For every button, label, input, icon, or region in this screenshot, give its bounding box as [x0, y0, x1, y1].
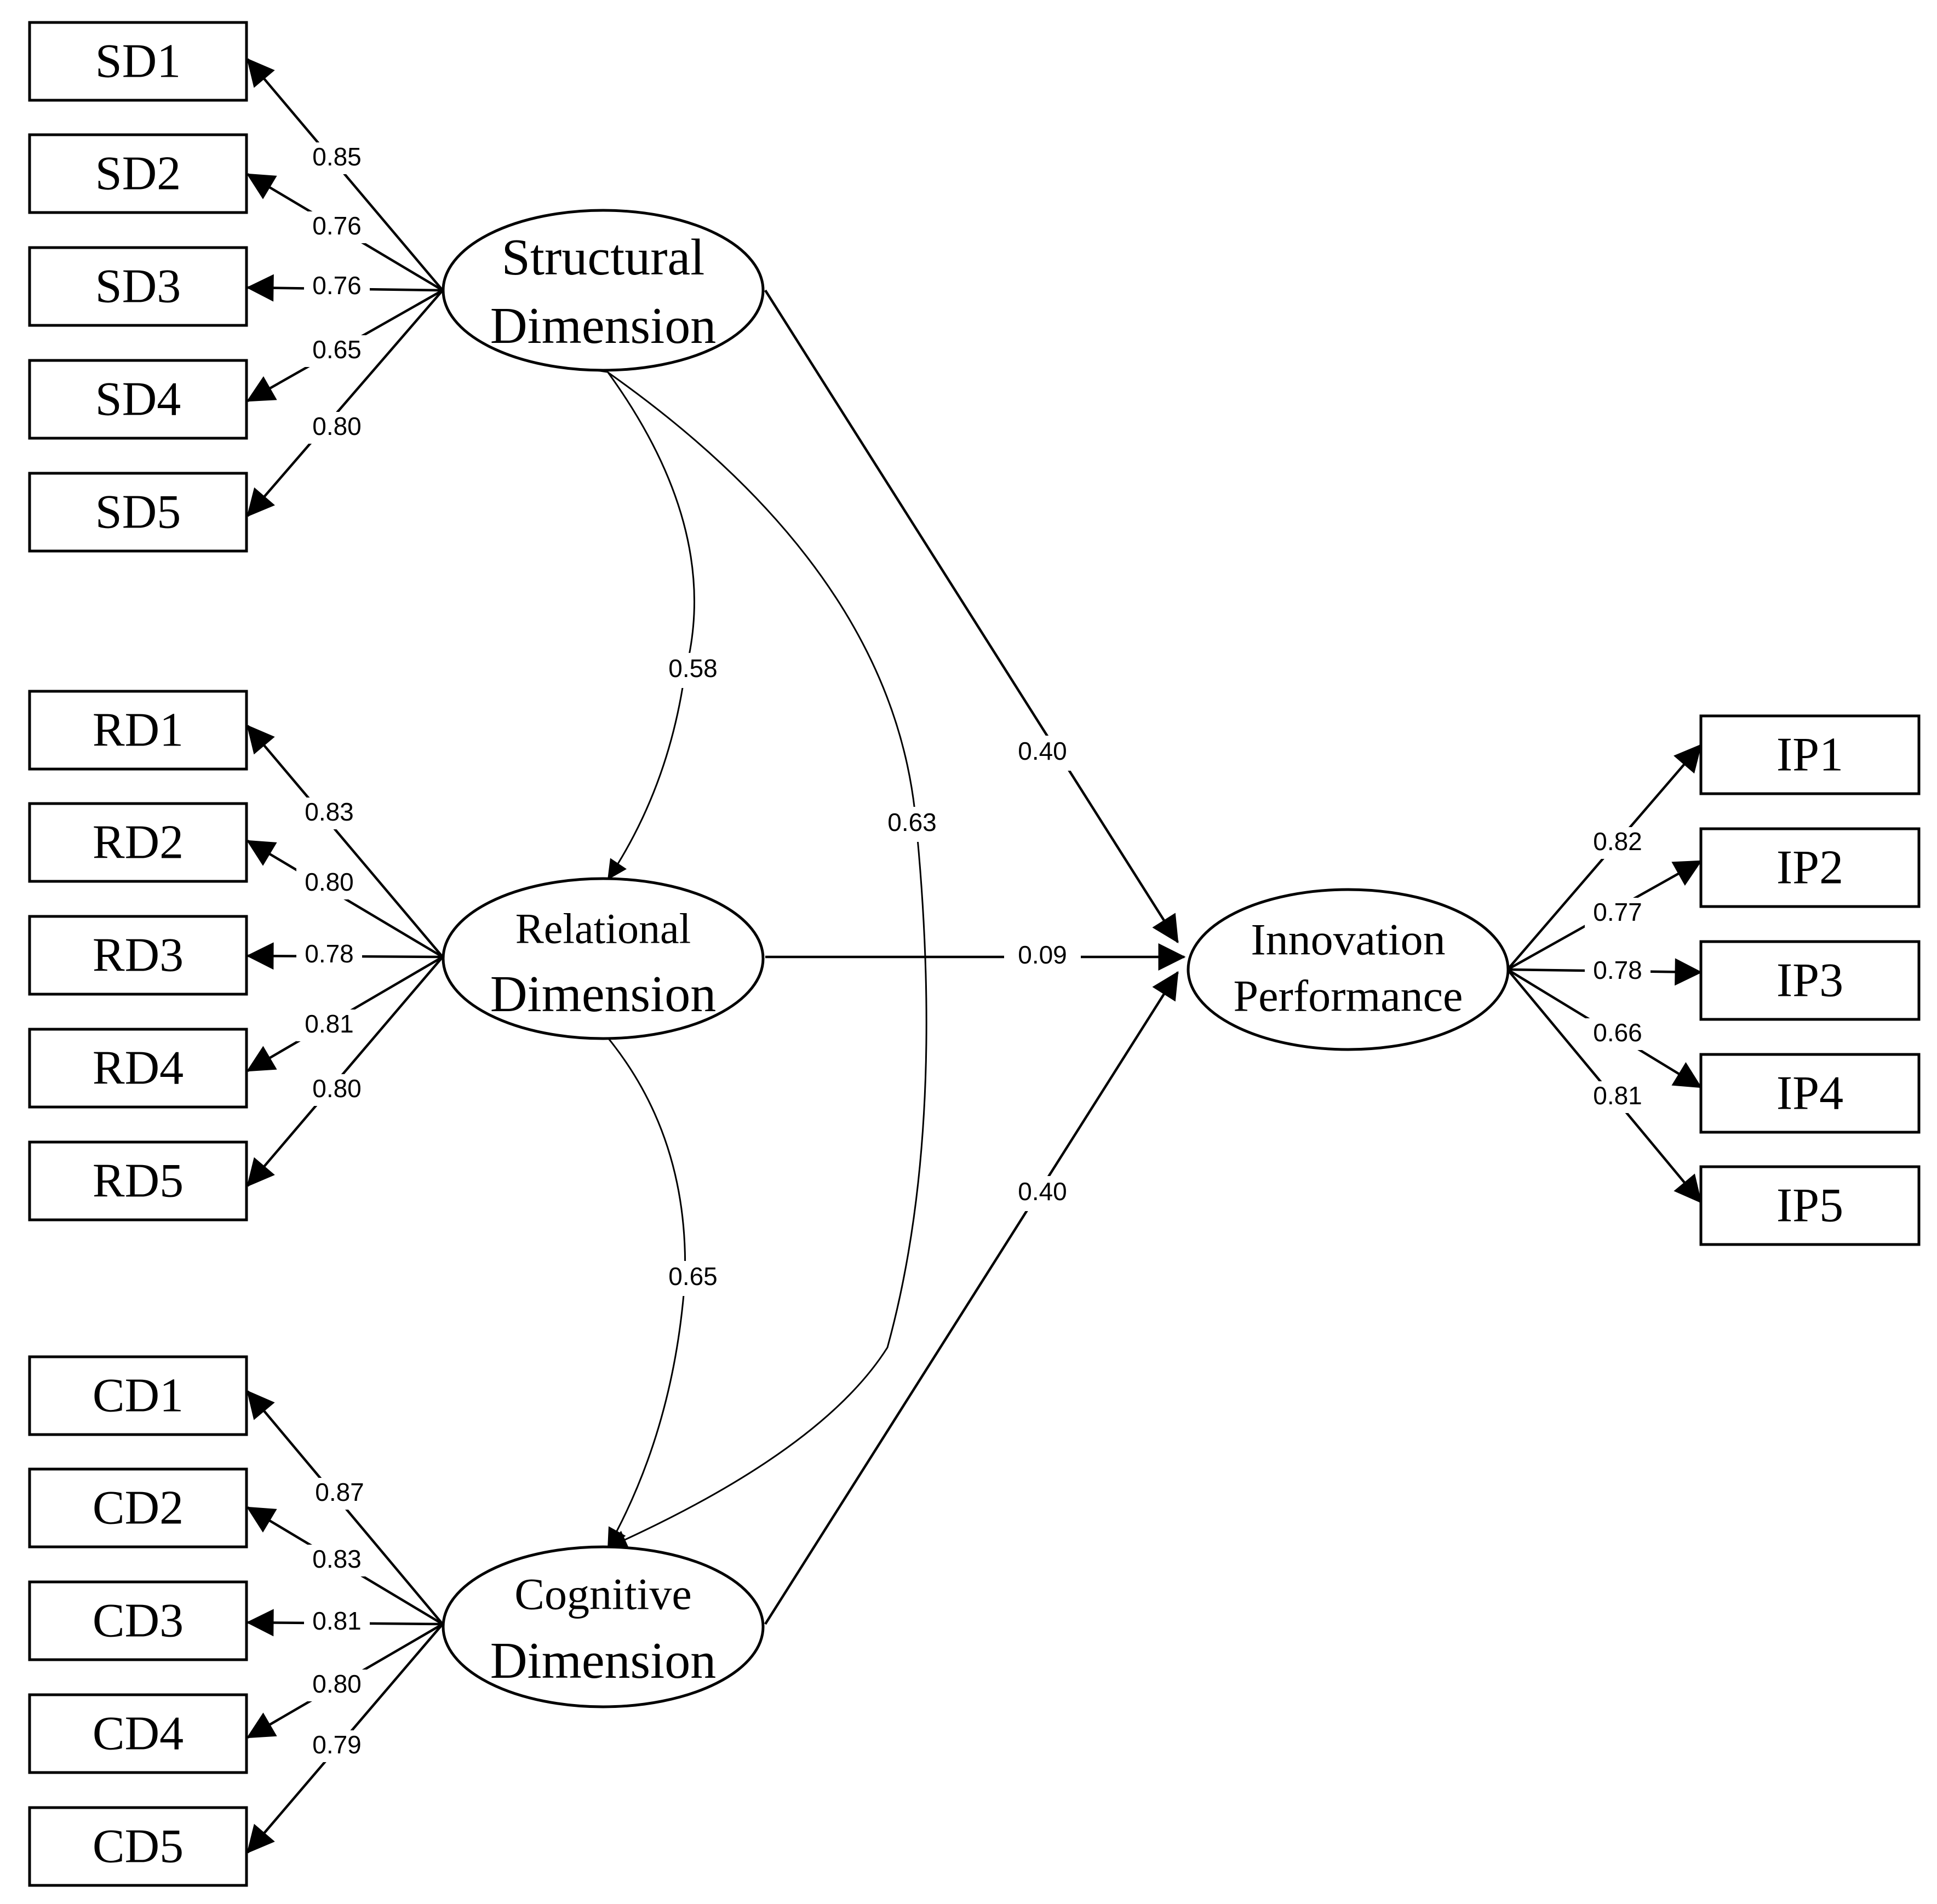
path-sd-ip-arrow: [764, 289, 1179, 944]
construct-relational-dimension: Relational Dimension: [442, 877, 765, 1040]
indicator-cd2: CD2: [28, 1467, 248, 1549]
correlation-rd-cd-label: 0.65: [668, 1262, 718, 1291]
indicator-cd4: CD4: [28, 1693, 248, 1774]
path-cd-ip-arrow: [764, 971, 1179, 1625]
svg-text:IP2: IP2: [1776, 841, 1843, 894]
loading-cd1-label: 0.87: [315, 1478, 364, 1506]
svg-text:IP4: IP4: [1776, 1067, 1843, 1120]
correlation-curves: 0.58 0.65 0.63: [587, 351, 950, 1549]
indicator-ip2: IP2: [1699, 827, 1921, 908]
svg-text:CD5: CD5: [93, 1820, 184, 1873]
correlation-sd-rd-label: 0.58: [668, 654, 718, 683]
indicator-rd1: RD1: [28, 690, 248, 771]
svg-text:CD3: CD3: [93, 1595, 184, 1648]
loading-rd1-label: 0.83: [305, 798, 354, 826]
svg-text:Dimension: Dimension: [490, 966, 717, 1023]
svg-text:IP5: IP5: [1776, 1179, 1843, 1232]
indicator-sd3: SD3: [28, 246, 248, 327]
svg-text:SD1: SD1: [95, 35, 181, 88]
correlation-sd-rd-curve: [589, 351, 695, 880]
indicator-cd1: CD1: [28, 1355, 248, 1436]
loading-ip1-label: 0.82: [1593, 827, 1642, 856]
loading-cd2-label: 0.83: [312, 1545, 362, 1573]
loading-ip3-label: 0.78: [1593, 956, 1642, 984]
indicator-sd1: SD1: [28, 21, 248, 102]
svg-text:CD2: CD2: [93, 1482, 184, 1535]
construct-cognitive-dimension: Cognitive Dimension: [442, 1545, 765, 1708]
indicator-ip1: IP1: [1699, 714, 1921, 795]
svg-text:SD3: SD3: [95, 260, 181, 313]
svg-text:RD1: RD1: [93, 704, 184, 757]
loading-sd2-label: 0.76: [312, 211, 362, 240]
svg-text:IP1: IP1: [1776, 729, 1843, 782]
path-sd-ip-label: 0.40: [1018, 737, 1067, 765]
svg-text:Dimension: Dimension: [490, 1632, 717, 1689]
loading-sd4-label: 0.65: [312, 335, 362, 364]
indicator-ip3: IP3: [1699, 940, 1921, 1021]
loading-ip4-label: 0.66: [1593, 1018, 1642, 1047]
svg-text:RD3: RD3: [93, 929, 184, 982]
indicator-rd5: RD5: [28, 1140, 248, 1221]
loading-ip5-label: 0.81: [1593, 1081, 1642, 1110]
svg-text:RD5: RD5: [93, 1155, 184, 1208]
indicator-rd2: RD2: [28, 802, 248, 883]
loading-sd3-label: 0.76: [312, 271, 362, 300]
svg-text:RD4: RD4: [93, 1042, 184, 1095]
indicator-rd4: RD4: [28, 1028, 248, 1109]
indicator-rd3: RD3: [28, 915, 248, 996]
correlation-sd-cd-label: 0.63: [887, 808, 937, 836]
measurement-cd: 0.87 0.83 0.81 0.80 0.79 CD1 CD2 CD3 CD4…: [28, 1355, 444, 1887]
loading-cd5-label: 0.79: [312, 1730, 362, 1759]
svg-text:Relational: Relational: [515, 905, 691, 953]
svg-text:Dimension: Dimension: [490, 297, 717, 354]
loading-sd1-arrow: [247, 58, 444, 291]
loading-sd1-label: 0.85: [312, 142, 362, 171]
loading-rd5-label: 0.80: [312, 1074, 362, 1103]
measurement-rd: 0.83 0.80 0.78 0.81 0.80 RD1 RD2 RD3 RD4…: [28, 690, 444, 1221]
path-rd-ip-label: 0.09: [1018, 940, 1067, 969]
indicator-cd3: CD3: [28, 1580, 248, 1661]
measurement-sd: 0.85 0.76 0.76 0.65 0.80 SD1 SD2 SD3 SD4…: [28, 21, 444, 553]
svg-text:Performance: Performance: [1234, 971, 1463, 1021]
indicator-sd2: SD2: [28, 133, 248, 214]
loading-sd5-arrow: [247, 289, 444, 517]
loading-cd4-label: 0.80: [312, 1670, 362, 1698]
svg-text:SD4: SD4: [95, 373, 181, 426]
loading-rd5-arrow: [247, 956, 444, 1187]
svg-text:Cognitive: Cognitive: [514, 1569, 691, 1619]
loading-sd5-label: 0.80: [312, 412, 362, 440]
loading-cd3-label: 0.81: [312, 1607, 362, 1635]
svg-text:CD4: CD4: [93, 1707, 184, 1760]
svg-text:SD5: SD5: [95, 486, 181, 539]
svg-text:Structural: Structural: [502, 229, 705, 286]
svg-text:CD1: CD1: [93, 1369, 184, 1423]
svg-text:SD2: SD2: [95, 147, 181, 200]
indicator-sd5: SD5: [28, 472, 248, 553]
loading-rd4-label: 0.81: [305, 1010, 354, 1038]
loading-rd3-label: 0.78: [305, 939, 354, 968]
indicator-ip5: IP5: [1699, 1165, 1921, 1246]
loading-rd2-label: 0.80: [305, 868, 354, 896]
path-cd-ip-label: 0.40: [1018, 1177, 1067, 1206]
indicator-ip4: IP4: [1699, 1053, 1921, 1134]
svg-text:Innovation: Innovation: [1251, 915, 1445, 965]
indicator-sd4: SD4: [28, 359, 248, 440]
svg-text:RD2: RD2: [93, 816, 184, 869]
loading-ip2-label: 0.77: [1593, 898, 1642, 926]
svg-text:IP3: IP3: [1776, 954, 1843, 1007]
indicator-cd5: CD5: [28, 1806, 248, 1887]
loading-rd1-arrow: [247, 725, 444, 958]
construct-structural-dimension: Structural Dimension: [442, 209, 765, 372]
structural-paths: 0.40 0.09 0.40: [764, 289, 1186, 1625]
measurement-ip: 0.82 0.77 0.78 0.66 0.81 IP1 IP2 IP3 IP4…: [1506, 714, 1921, 1246]
construct-innovation-performance: Innovation Performance: [1187, 888, 1510, 1051]
correlation-sd-cd-curve: [587, 353, 927, 1549]
